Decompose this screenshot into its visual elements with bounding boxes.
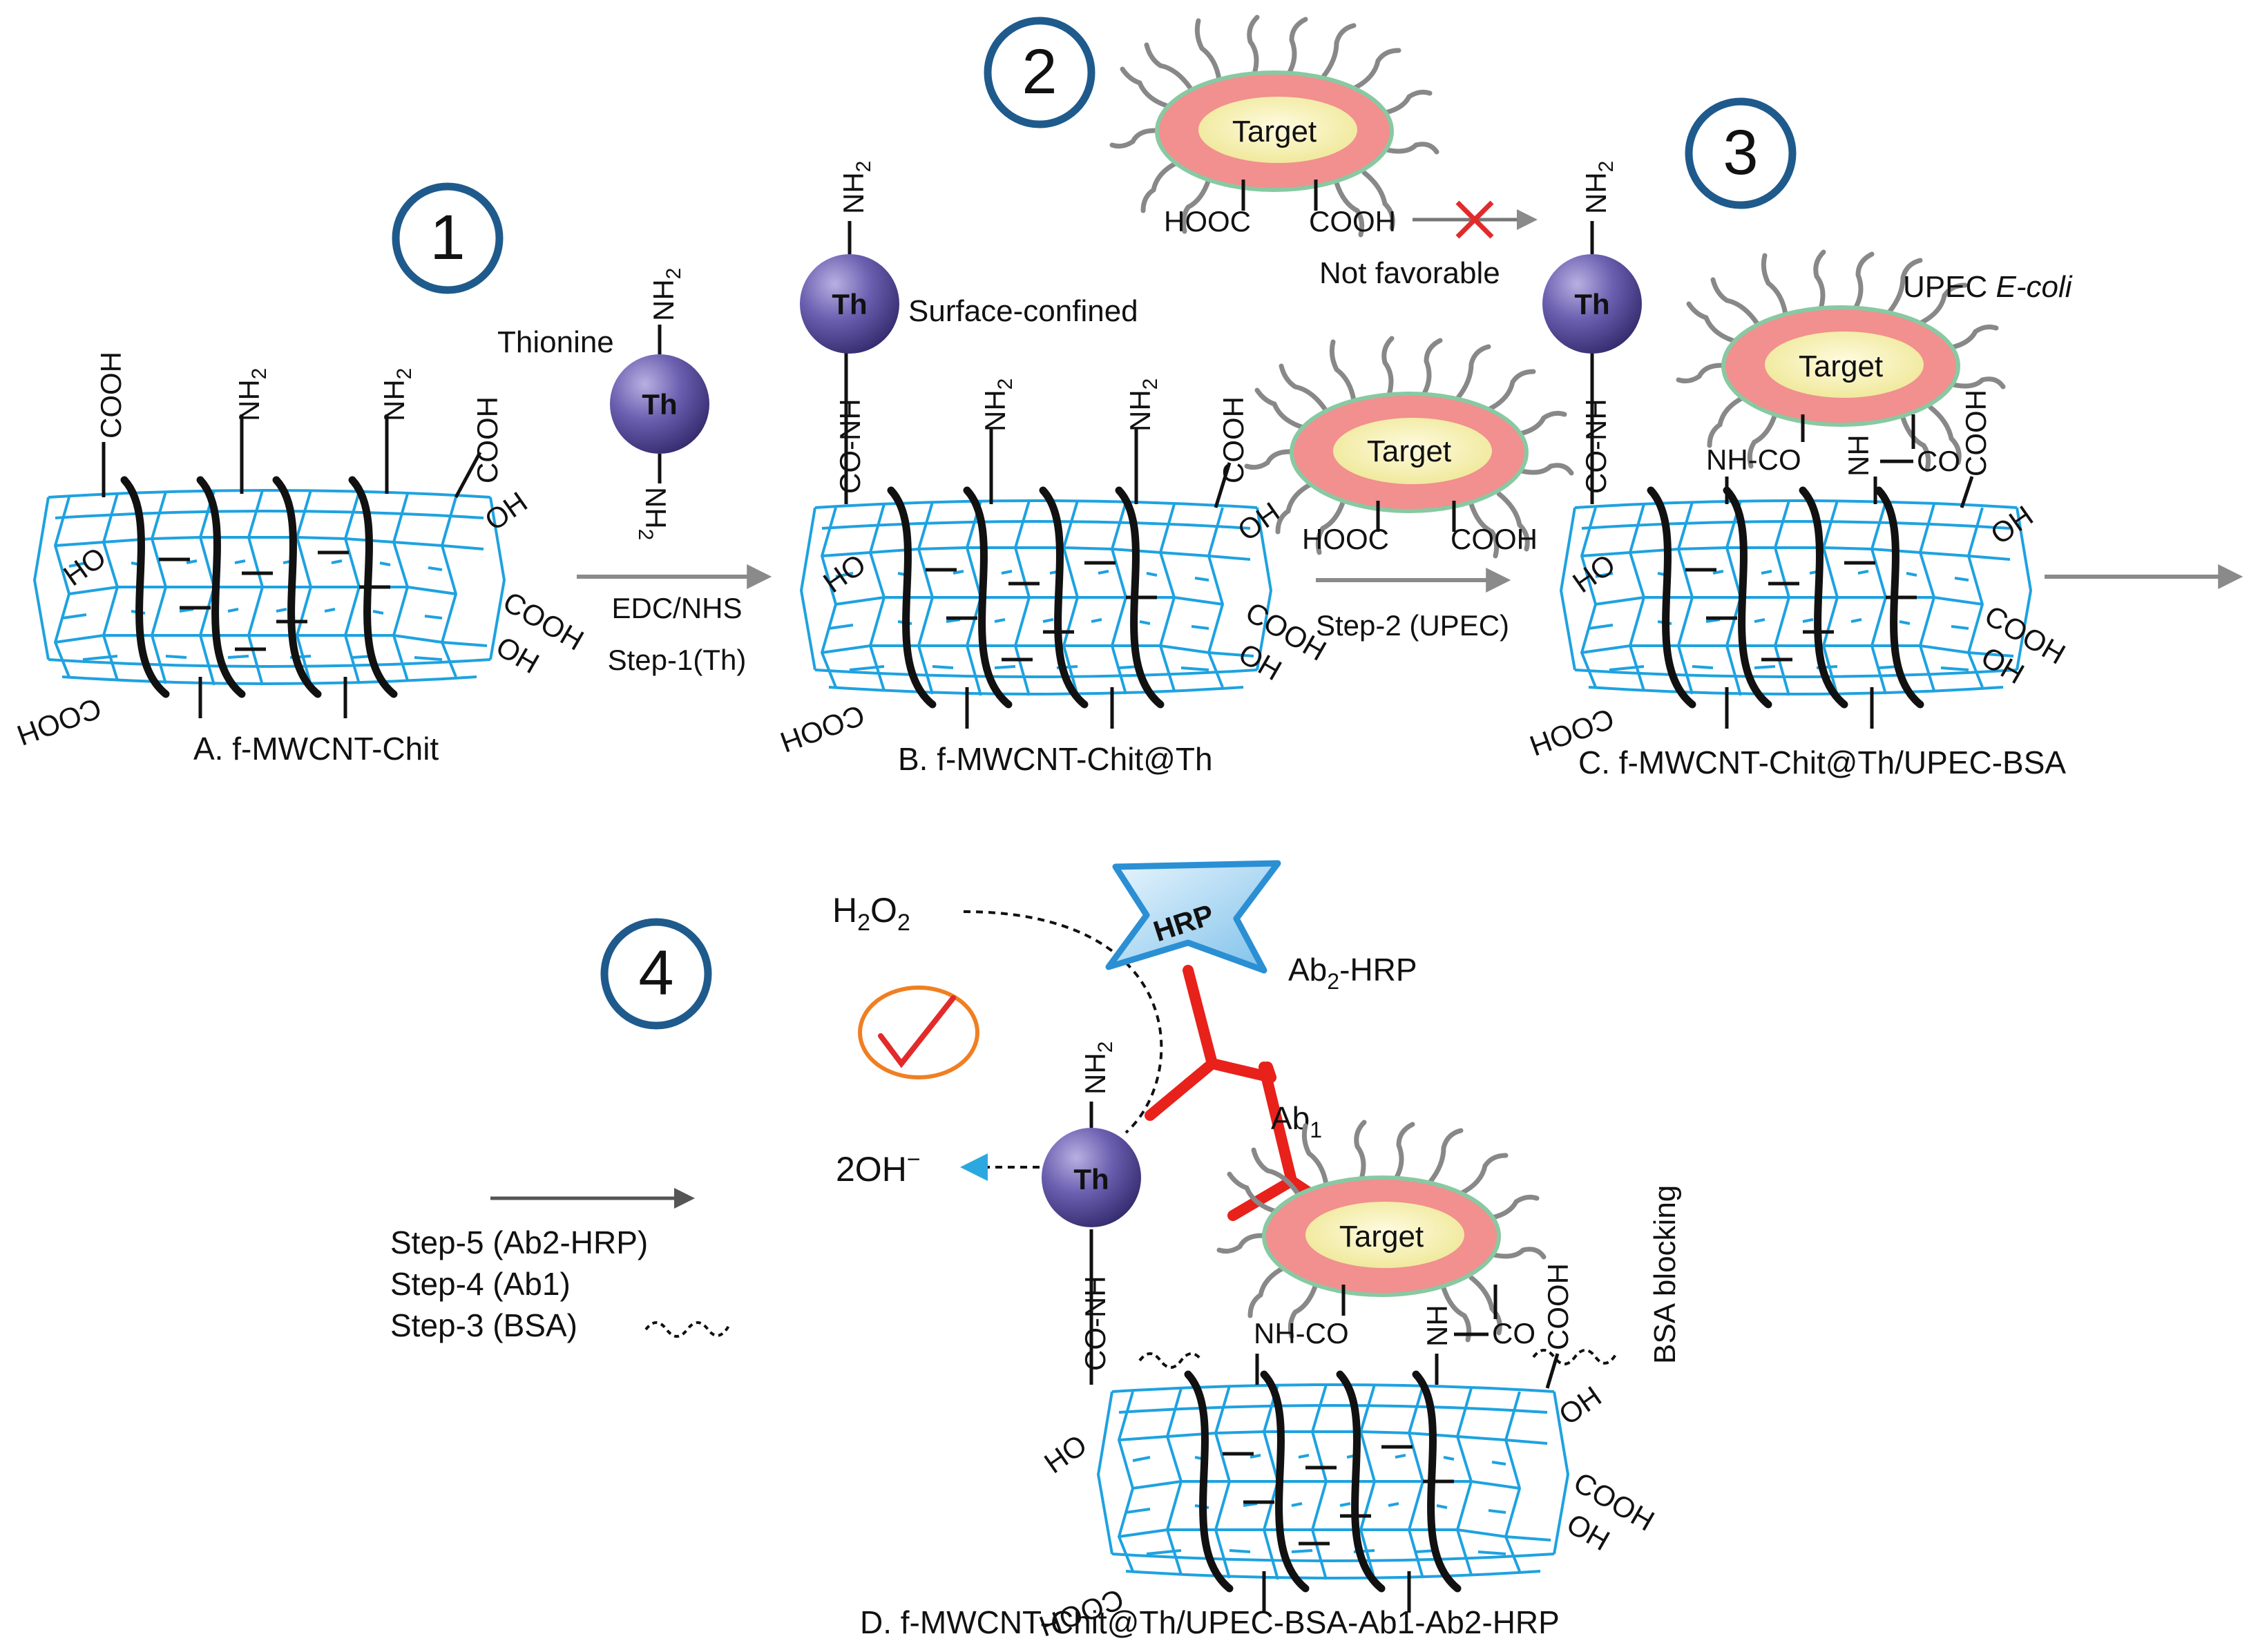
nanotube-c (1554, 490, 2038, 729)
step-4-number: 4 (638, 938, 673, 1008)
bacteria-reagent: Target HOOC COOH (1247, 338, 1571, 556)
d-ho-left: HO (1038, 1428, 1093, 1480)
c-ho-left: HO (1567, 548, 1621, 599)
c-co-right: CO (1917, 445, 1960, 477)
step-3-label: Step-3 (BSA) (390, 1307, 577, 1343)
c-nh-co-left: NH-CO (1706, 443, 1801, 476)
c-nh-right: NH (1842, 434, 1875, 477)
b-cooh-top-right: COOH (1217, 396, 1250, 483)
bacteria-not-favorable: Target HOOC COOH Not favorable (1112, 17, 1538, 290)
thionine-nh2-top: NH2 (647, 268, 685, 321)
c-cooh-top-right: COOH (1960, 390, 1992, 477)
panel-b: Th NH2 CO-NH NH2 NH2 COOH Surface-confin… (776, 161, 1332, 777)
arrow-step-2: Step-2 (UPEC) (1316, 568, 1511, 642)
bsa-blocking-label: BSA blocking (1648, 1185, 1682, 1364)
step-4-label: Step-4 (Ab1) (390, 1266, 571, 1302)
b-caption: B. f-MWCNT-Chit@Th (898, 741, 1213, 777)
hrp-enzyme: HRP (1105, 860, 1281, 974)
target-label-c: Target (1799, 349, 1883, 383)
d-nh-co-left: NH-CO (1254, 1317, 1349, 1350)
ab1-label: Ab1 (1271, 1100, 1322, 1142)
c-nh2-top: NH2 (1580, 161, 1618, 214)
nanotube-d (1091, 1374, 1575, 1613)
a-oh-right-low: OH (491, 630, 545, 680)
d-co-right: CO (1492, 1317, 1535, 1350)
a-cooh-bottom: COOH (13, 692, 106, 752)
cooh-top: COOH (1309, 205, 1396, 238)
b-nh2-left: NH2 (979, 378, 1017, 432)
d-oh-right: OH (1553, 1380, 1607, 1432)
b-nh2-top: NH2 (837, 161, 875, 214)
d-cooh-top-right: COOH (1542, 1263, 1574, 1350)
step-1-reagent: EDC/NHS (611, 592, 742, 624)
d-nh-right: NH (1421, 1305, 1453, 1347)
oh-minus-label: 2OH− (836, 1146, 921, 1189)
c-caption: C. f-MWCNT-Chit@Th/UPEC-BSA (1578, 745, 2066, 780)
target-label-reagent: Target (1367, 434, 1451, 468)
step-2-badge: 2 (984, 17, 1095, 128)
a-cooh-top-left: COOH (95, 352, 127, 439)
nanotube-a (28, 480, 511, 718)
check-icon (858, 986, 979, 1079)
a-cooh-top-right: COOH (471, 396, 504, 483)
step-3-number: 3 (1723, 117, 1758, 188)
a-caption: A. f-MWCNT-Chit (193, 731, 439, 767)
panel-a: COOH NH2 NH2 COOH HO OH COOH OH COOH A. … (13, 352, 590, 767)
b-co-nh: CO-NH (834, 398, 866, 494)
ab2-antibody (1145, 965, 1276, 1121)
thionine-nh2-bottom: NH2 (634, 487, 672, 540)
th-label-c: Th (1574, 288, 1609, 320)
step-2-label: Step-2 (UPEC) (1316, 609, 1509, 642)
surface-confined-label: Surface-confined (908, 294, 1138, 328)
cooh-reagent: COOH (1451, 523, 1538, 555)
step-2-number: 2 (1022, 37, 1057, 107)
upec-ecoli-label: UPEC E-coli (1903, 270, 2073, 304)
arrow-step-1: EDC/NHS Step-1(Th) (577, 564, 772, 676)
a-nh2-left: NH2 (233, 368, 271, 421)
target-label-top: Target (1232, 115, 1317, 148)
ab2-hrp-label: Ab2-HRP (1288, 952, 1417, 994)
step-4-badge: 4 (600, 918, 712, 1030)
hooc-reagent: HOOC (1302, 523, 1389, 555)
step-1-label: Step-1(Th) (608, 644, 747, 676)
d-co-nh: CO-NH (1079, 1276, 1111, 1371)
not-favorable-label: Not favorable (1319, 256, 1500, 290)
thionine-reagent: Th NH2 NH2 Thionine (497, 268, 709, 540)
th-label-d: Th (1073, 1163, 1109, 1195)
c-co-nh: CO-NH (1580, 398, 1612, 494)
th-label-b: Th (832, 288, 867, 320)
h2o2-label: H2O2 (832, 891, 910, 936)
a-nh2-right: NH2 (378, 368, 416, 421)
panel-d: Th NH2 CO-NH H2O2 2OH− HRP Ab2-HRP (832, 860, 1682, 1643)
b-nh2-right: NH2 (1124, 378, 1162, 432)
nanotube-b (794, 490, 1278, 729)
thionine-label: Thionine (497, 325, 614, 359)
panel-c: Th NH2 CO-NH Target UPEC E-coli NH-CO NH… (1526, 161, 2073, 780)
step-1-badge: 1 (392, 182, 504, 294)
d-caption: D. f-MWCNT-Chit@Th/UPEC-BSA-Ab1-Ab2-HRP (860, 1604, 1560, 1640)
step-3-badge: 3 (1685, 97, 1797, 209)
target-label-d: Target (1339, 1220, 1424, 1254)
th-label-reagent: Th (642, 388, 677, 421)
b-cooh-bottom: COOH (776, 699, 869, 759)
step-5-label: Step-5 (Ab2-HRP) (390, 1224, 648, 1260)
a-oh-right: OH (479, 486, 533, 537)
d-nh2-top: NH2 (1079, 1041, 1117, 1095)
arrow-steps-3-5: Step-5 (Ab2-HRP) Step-4 (Ab1) Step-3 (BS… (390, 1188, 730, 1343)
step-1-number: 1 (430, 202, 465, 273)
hooc-top: HOOC (1164, 205, 1251, 238)
